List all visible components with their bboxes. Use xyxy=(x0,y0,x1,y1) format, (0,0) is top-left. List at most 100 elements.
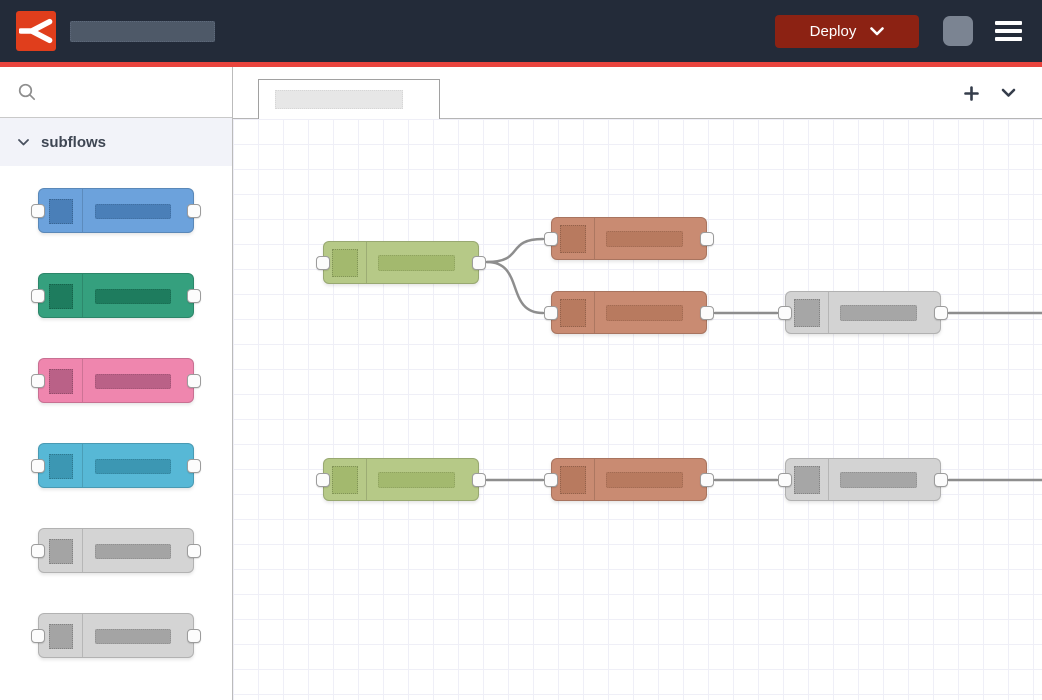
output-port[interactable] xyxy=(187,628,201,643)
chevron-down-icon xyxy=(18,138,29,145)
chevron-down-icon xyxy=(1001,88,1016,97)
node-icon-placeholder xyxy=(560,466,586,494)
node-label-placeholder xyxy=(378,255,455,271)
header-accent-line xyxy=(0,62,1042,67)
node-label-placeholder xyxy=(95,374,171,389)
node-icon-region xyxy=(786,292,829,333)
workspace xyxy=(233,67,1042,700)
input-port[interactable] xyxy=(544,305,558,320)
output-port[interactable] xyxy=(700,472,714,487)
input-port[interactable] xyxy=(31,543,45,558)
node-icon-placeholder xyxy=(49,454,73,479)
palette-node-green[interactable] xyxy=(31,273,201,318)
palette-node-gray-1[interactable] xyxy=(31,528,201,573)
node-red-logo xyxy=(16,11,56,51)
input-port[interactable] xyxy=(778,472,792,487)
add-flow-button[interactable] xyxy=(962,84,981,103)
node-icon-placeholder xyxy=(560,299,586,327)
output-port[interactable] xyxy=(187,203,201,218)
output-port[interactable] xyxy=(187,458,201,473)
tabbar-actions xyxy=(962,67,1018,119)
search-icon xyxy=(18,83,36,101)
node-icon-region xyxy=(324,242,367,283)
flow-list-button[interactable] xyxy=(999,86,1018,100)
node-icon-placeholder xyxy=(49,284,73,309)
flow-tab[interactable] xyxy=(258,79,440,119)
output-port[interactable] xyxy=(187,543,201,558)
flow-node-gray-1[interactable] xyxy=(778,291,948,334)
node-label-placeholder xyxy=(606,305,683,321)
deploy-button[interactable]: Deploy xyxy=(775,14,919,48)
input-port[interactable] xyxy=(31,203,45,218)
node-icon-region xyxy=(324,459,367,500)
palette-node-gray-2[interactable] xyxy=(31,613,201,658)
node-icon-placeholder xyxy=(49,539,73,564)
node-label-placeholder xyxy=(95,629,171,644)
chevron-down-icon xyxy=(870,26,885,35)
output-port[interactable] xyxy=(472,255,486,270)
input-port[interactable] xyxy=(316,472,330,487)
input-port[interactable] xyxy=(31,373,45,388)
menu-button[interactable] xyxy=(995,21,1022,41)
node-label-placeholder xyxy=(95,289,171,304)
plus-icon xyxy=(964,85,979,101)
palette-section-subflows[interactable]: subflows xyxy=(0,118,232,166)
main-area: subflows xyxy=(0,67,1042,700)
node-label-placeholder xyxy=(95,204,171,219)
node-icon-region xyxy=(552,459,595,500)
deploy-button-label: Deploy xyxy=(809,22,857,40)
output-port[interactable] xyxy=(472,472,486,487)
flow-node-salmon-2[interactable] xyxy=(544,291,714,334)
workspace-tabbar xyxy=(233,67,1042,119)
node-icon-region xyxy=(552,292,595,333)
input-port[interactable] xyxy=(544,472,558,487)
flow-node-olive-2[interactable] xyxy=(316,458,486,501)
flow-node-gray-2[interactable] xyxy=(778,458,948,501)
flow-node-olive-1[interactable] xyxy=(316,241,486,284)
palette-node-blue[interactable] xyxy=(31,188,201,233)
palette-node-cyan[interactable] xyxy=(31,443,201,488)
node-icon-placeholder xyxy=(49,199,73,224)
node-icon-region xyxy=(786,459,829,500)
hamburger-icon xyxy=(995,37,1022,41)
output-port[interactable] xyxy=(934,305,948,320)
node-label-placeholder xyxy=(606,472,683,488)
input-port[interactable] xyxy=(31,458,45,473)
node-icon-placeholder xyxy=(560,225,586,253)
palette-search[interactable] xyxy=(0,67,232,118)
output-port[interactable] xyxy=(934,472,948,487)
palette-section-label: subflows xyxy=(41,133,107,151)
node-icon-region xyxy=(39,444,83,487)
node-label-placeholder xyxy=(606,231,683,247)
flow-node-salmon-1[interactable] xyxy=(544,217,714,260)
node-icon-region xyxy=(39,529,83,572)
node-icon-placeholder xyxy=(49,624,73,649)
node-label-placeholder xyxy=(95,459,171,474)
palette-node-pink[interactable] xyxy=(31,358,201,403)
input-port[interactable] xyxy=(778,305,792,320)
output-port[interactable] xyxy=(700,231,714,246)
node-icon-region xyxy=(39,189,83,232)
header-bar: Deploy xyxy=(0,0,1042,62)
user-avatar[interactable] xyxy=(943,16,973,46)
node-label-placeholder xyxy=(840,472,917,488)
input-port[interactable] xyxy=(31,628,45,643)
wire[interactable] xyxy=(485,237,545,264)
node-icon-placeholder xyxy=(49,369,73,394)
input-port[interactable] xyxy=(31,288,45,303)
output-port[interactable] xyxy=(700,305,714,320)
workspace-title-placeholder xyxy=(70,20,215,42)
output-port[interactable] xyxy=(187,373,201,388)
palette-list xyxy=(0,166,232,700)
palette-sidebar: subflows xyxy=(0,67,233,700)
hamburger-icon xyxy=(995,21,1022,25)
flow-canvas[interactable] xyxy=(233,119,1042,700)
wire[interactable] xyxy=(485,260,545,315)
output-port[interactable] xyxy=(187,288,201,303)
input-port[interactable] xyxy=(316,255,330,270)
flow-node-salmon-3[interactable] xyxy=(544,458,714,501)
node-icon-region xyxy=(39,614,83,657)
node-icon-region xyxy=(39,274,83,317)
input-port[interactable] xyxy=(544,231,558,246)
